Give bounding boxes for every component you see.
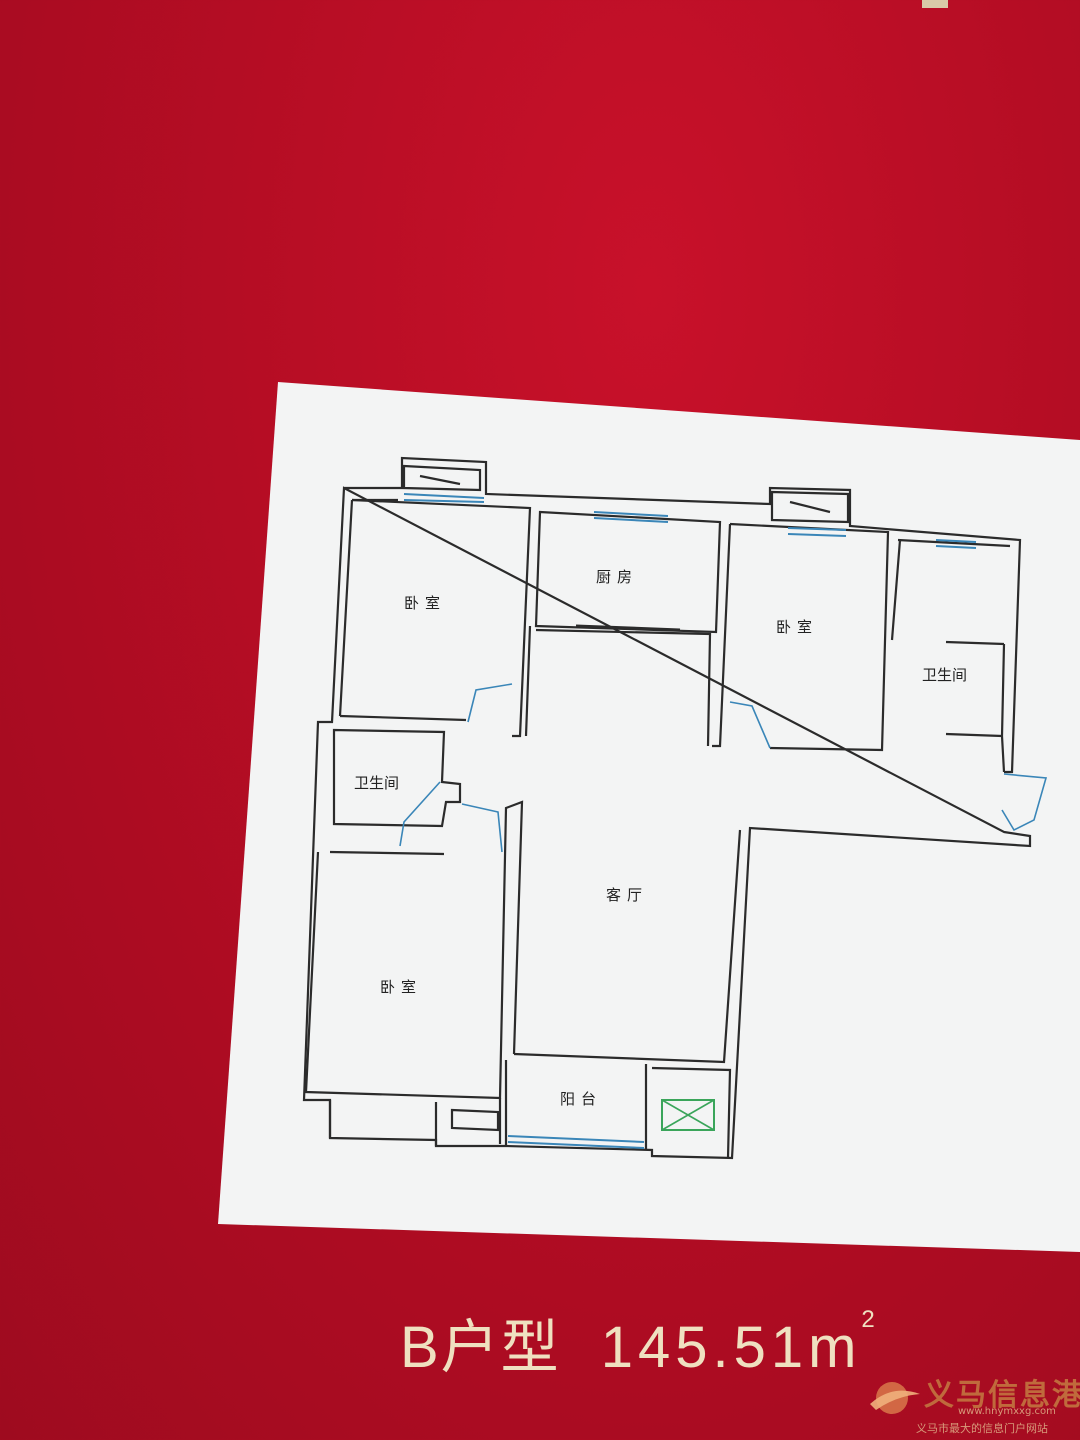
site-watermark: 义马信息港 www.hnymxxg.com 义马市最大的信息门户网站	[866, 1370, 1080, 1435]
room-label-bathroom-right: 卫生间	[922, 666, 968, 684]
watermark-logo-icon	[870, 1382, 920, 1414]
kitchen-sliding-door	[575, 624, 681, 632]
room-label-bathroom-left: 卫生间	[354, 774, 400, 792]
room-label-bedroom-top-left: 卧室	[404, 594, 447, 612]
watermark-tagline: 义马市最大的信息门户网站	[916, 1422, 1048, 1435]
area-superscript: 2	[861, 1306, 877, 1333]
unit-type-label: B户型	[400, 1315, 561, 1380]
utility-shaft-icon	[661, 1099, 715, 1131]
windows	[403, 493, 977, 1149]
doors	[399, 683, 1048, 853]
top-edge-mark	[922, 0, 948, 8]
room-label-kitchen: 厨房	[596, 568, 639, 586]
watermark-title: 义马信息港	[924, 1378, 1080, 1413]
watermark-url: www.hnymxxg.com	[958, 1406, 1056, 1417]
unit-area-value: 145.51m	[600, 1315, 862, 1380]
room-label-living-room: 客厅	[606, 886, 649, 904]
room-label-bedroom-bottom-left: 卧室	[380, 978, 423, 996]
floor-plan-card	[218, 382, 1080, 1252]
walls	[302, 456, 1032, 1160]
room-label-balcony: 阳台	[560, 1090, 603, 1108]
unit-type-caption: B户型 145.51m2	[400, 1300, 877, 1384]
room-label-bedroom-top-middle: 卧室	[776, 618, 819, 636]
